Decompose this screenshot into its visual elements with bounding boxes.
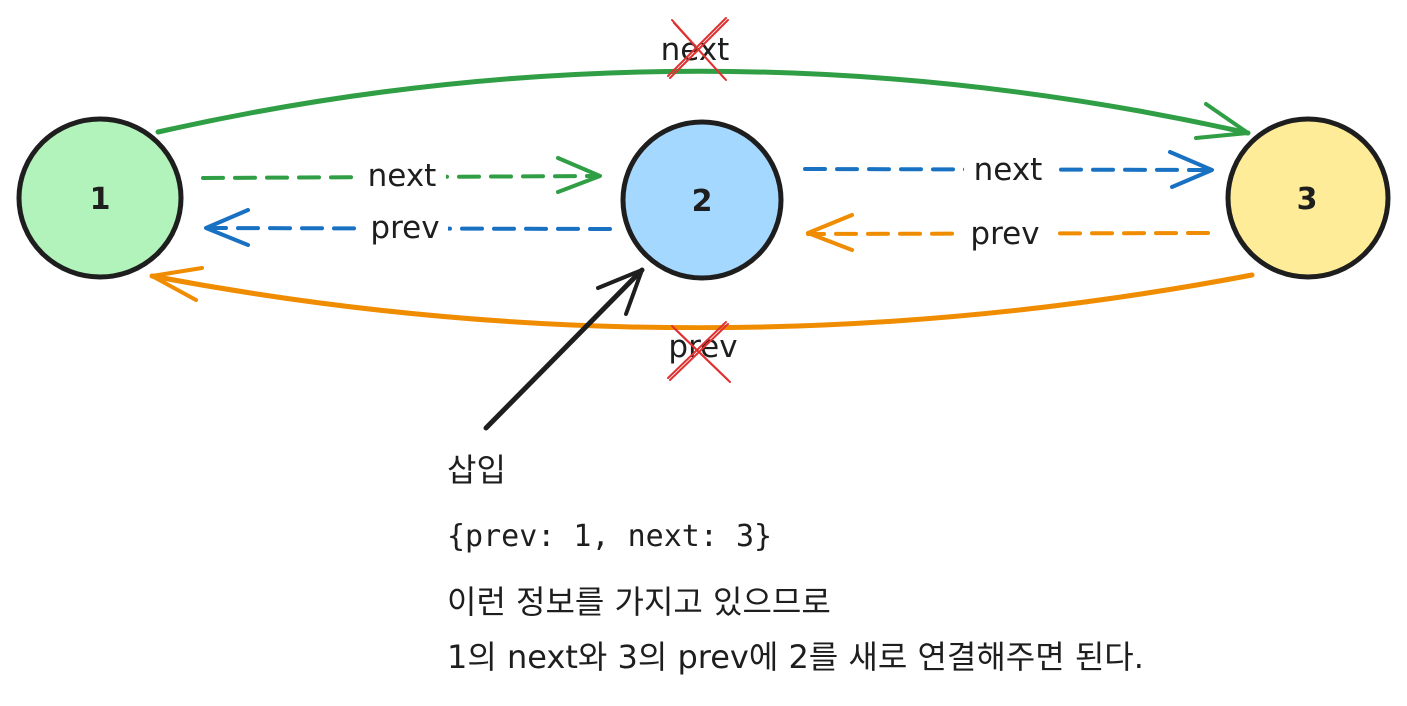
- insert-pointer-arrow-line: [483, 267, 645, 431]
- n2-next-arrowhead: [1168, 150, 1214, 189]
- n3-prev-label-bg: [962, 216, 1050, 250]
- n2-next-label: next: [974, 152, 1043, 188]
- n1-next-label-bg: [360, 158, 446, 192]
- bottom-prev-curve: [149, 272, 1255, 331]
- n2-next-label-bg: [964, 152, 1054, 186]
- n2-prev-label: prev: [370, 210, 439, 246]
- explanation-line-1: 이런 정보를 가지고 있으므로: [447, 583, 831, 621]
- node-1-circle: [16, 116, 184, 280]
- n2-prev-label-bg: [362, 210, 448, 244]
- node-3-label: 3: [1297, 182, 1318, 217]
- n1-next-arrowhead: [556, 156, 602, 194]
- bottom-prev-label-bg: [655, 330, 747, 366]
- node-3-circle: [1225, 116, 1391, 280]
- node-2: 2: [620, 119, 784, 281]
- node-2-circle: [620, 119, 784, 281]
- n1-next-label: next: [368, 158, 437, 194]
- top-next-arrowhead: [1194, 102, 1250, 140]
- node-2-label: 2: [692, 184, 713, 219]
- node-1: 1: [16, 116, 184, 280]
- n3-prev-arrowhead: [806, 213, 854, 252]
- insert-info: {prev: 1, next: 3}: [447, 519, 772, 554]
- n2-prev-arrowhead: [204, 208, 250, 247]
- top-next-cross-mark: [667, 17, 729, 81]
- n3-prev-label: prev: [970, 216, 1039, 252]
- insert-caption: 삽입: [447, 451, 506, 489]
- node-1-label: 1: [90, 182, 111, 217]
- node-3: 3: [1225, 116, 1391, 280]
- bottom-prev-cross-mark: [667, 321, 731, 383]
- top-next-curve: [155, 68, 1251, 136]
- bottom-prev-arrowhead: [150, 266, 204, 302]
- explanation-line-2: 1의 next와 3의 prev에 2를 새로 연결해주면 된다.: [447, 638, 1144, 676]
- insert-pointer-arrowhead: [596, 268, 644, 316]
